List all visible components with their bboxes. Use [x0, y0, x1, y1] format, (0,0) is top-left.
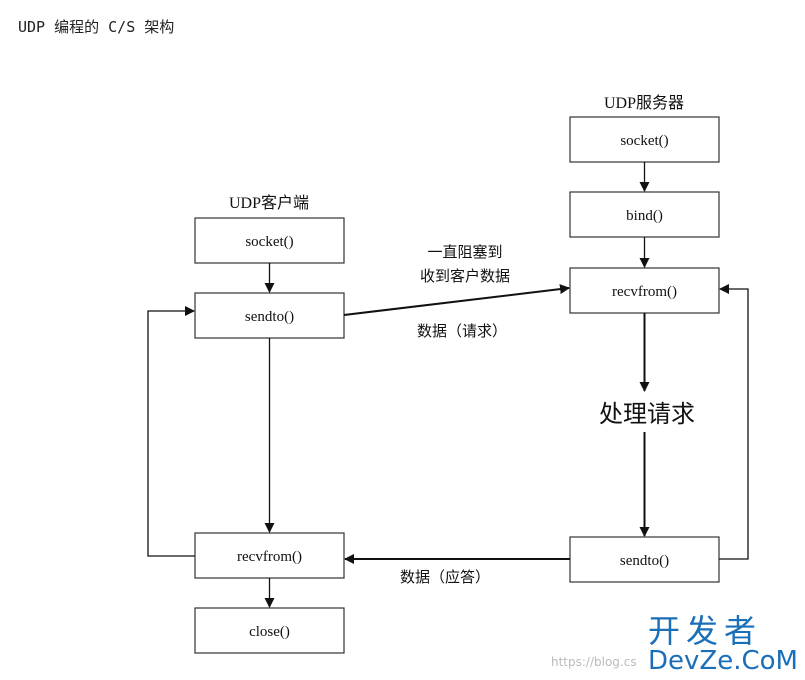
server-bind-box: bind(): [569, 191, 720, 238]
client-recvfrom-label: recvfrom(): [237, 549, 302, 565]
response-label: 数据（应答）: [400, 568, 490, 586]
client-sendto-label: sendto(): [245, 309, 294, 325]
server-sendto-label: sendto(): [620, 553, 669, 569]
watermark-en: DevZe.CoM: [648, 646, 798, 676]
server-socket-box: socket(): [569, 116, 720, 163]
process-label: 处理请求: [599, 400, 695, 428]
page-heading: UDP 编程的 C/S 架构: [18, 18, 175, 36]
client-title: UDP客户端: [229, 194, 309, 212]
client-socket-label: socket(): [245, 234, 293, 250]
block-note-line2: 收到客户数据: [420, 267, 510, 285]
client-close-label: close(): [249, 624, 290, 640]
arrow-request: [343, 284, 570, 316]
watermark-url: https://blog.cs: [551, 655, 637, 669]
server-title: UDP服务器: [604, 94, 684, 112]
server-recvfrom-label: recvfrom(): [612, 284, 677, 300]
client-socket-box: socket(): [194, 217, 345, 264]
arrow-server-loop-back: [719, 284, 749, 560]
server-sendto-box: sendto(): [569, 536, 720, 583]
server-socket-label: socket(): [620, 133, 668, 149]
watermark-cn: 开发者: [648, 612, 762, 650]
client-close-box: close(): [194, 607, 345, 654]
request-label: 数据（请求）: [417, 322, 507, 340]
server-recvfrom-box: recvfrom(): [569, 267, 720, 314]
arrow-client-loop-back: [147, 306, 195, 557]
client-sendto-box: sendto(): [194, 292, 345, 339]
block-note-line1: 一直阻塞到: [427, 243, 502, 261]
server-bind-label: bind(): [626, 208, 663, 224]
client-recvfrom-box: recvfrom(): [194, 532, 345, 579]
